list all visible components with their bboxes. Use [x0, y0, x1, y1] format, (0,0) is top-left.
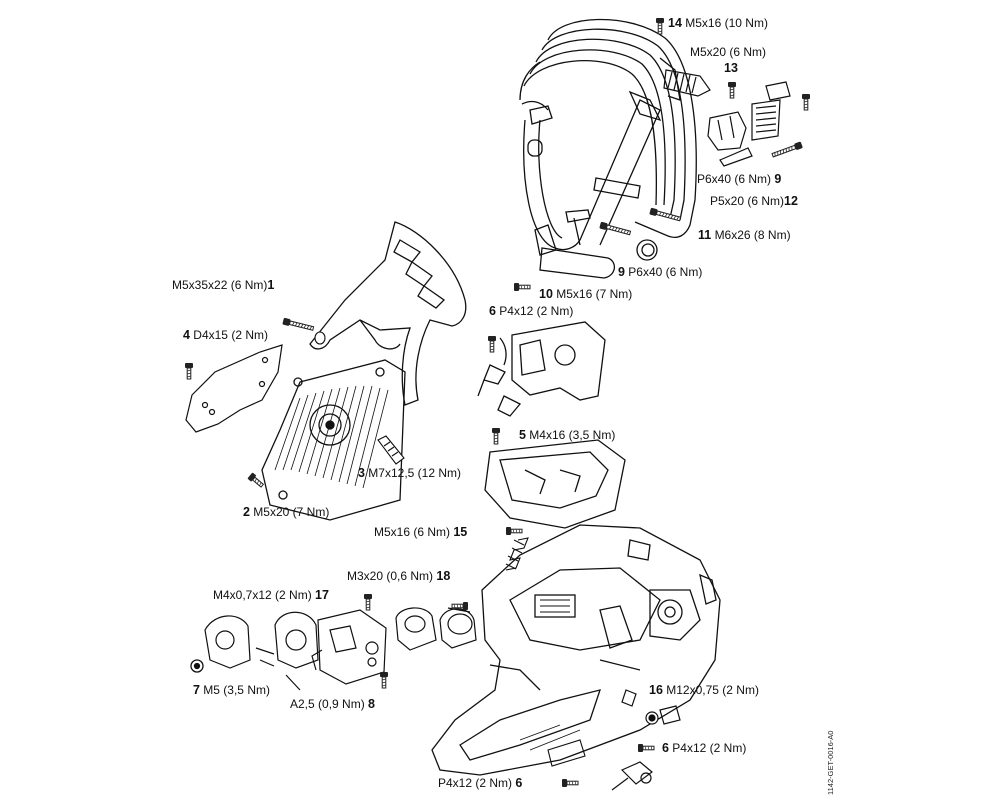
nut-7	[190, 659, 204, 673]
screw-8-icon	[379, 671, 389, 689]
engine-housing	[431, 524, 721, 776]
callout-6a: 6 P4x12 (2 Nm)	[489, 304, 574, 318]
callout-10: 10 M5x16 (7 Nm)	[539, 287, 633, 301]
collar-nut	[314, 331, 326, 345]
stud-bolt	[377, 435, 405, 465]
screw-5-icon	[491, 427, 501, 445]
front-handle-bar	[519, 18, 697, 279]
shroud-parts	[477, 321, 606, 417]
callout-6b: 6 P4x12 (2 Nm)	[662, 741, 747, 755]
screw-11-icon	[648, 207, 682, 223]
screw-13-icon	[727, 81, 737, 99]
handle-damper-parts	[663, 69, 791, 167]
screw-6a-icon	[487, 335, 497, 353]
callout-9a: P6x40 (6 Nm) 9	[697, 172, 782, 186]
callout-1: M5x35x22 (6 Nm)1	[172, 278, 275, 292]
throttle-rod-parts	[611, 689, 653, 791]
screw-1-icon	[281, 317, 315, 333]
callout-7: 7 M5 (3,5 Nm)	[193, 683, 270, 697]
callout-13-spec: M5x20 (6 Nm)	[690, 45, 767, 59]
chain-catcher-plate	[185, 344, 283, 433]
plug-16	[645, 705, 681, 725]
screw-6c-icon	[561, 778, 579, 788]
callout-2: 2 M5x20 (7 Nm)	[243, 505, 330, 519]
callout-15: M5x16 (6 Nm) 15	[374, 525, 468, 539]
sprocket-cover	[261, 359, 406, 521]
screw-15-icon	[505, 526, 523, 536]
callout-14: 14 M5x16 (10 Nm)	[668, 16, 768, 30]
callout-6c: P4x12 (2 Nm) 6	[438, 776, 523, 790]
screw-9b-icon	[598, 221, 632, 237]
screw-9a-icon	[770, 140, 804, 160]
screw-2-icon	[246, 471, 266, 490]
callout-8: A2,5 (0,9 Nm) 8	[290, 697, 375, 711]
screw-10-icon	[513, 282, 531, 292]
callout-13-num: 13	[724, 61, 738, 75]
callout-3: 3 M7x12,5 (12 Nm)	[358, 466, 461, 480]
callout-4: 4 D4x15 (2 Nm)	[183, 328, 268, 342]
hand-guard	[309, 221, 467, 406]
callout-17: M4x0,7x12 (2 Nm) 17	[213, 588, 329, 602]
callout-12: P5x20 (6 Nm)12	[710, 194, 798, 208]
screw-12-icon	[801, 93, 811, 111]
callout-11: 11 M6x26 (8 Nm)	[698, 228, 791, 242]
decompression-part	[547, 739, 586, 767]
vibration-spring	[505, 537, 529, 571]
callout-9b: 9 P6x40 (6 Nm)	[618, 265, 703, 279]
carburetor-assembly	[204, 607, 477, 691]
screw-17-icon	[363, 593, 373, 611]
filter-base	[484, 439, 626, 529]
screw-6b-icon	[637, 743, 655, 753]
callout-5: 5 M4x16 (3,5 Nm)	[519, 428, 616, 442]
drawing-id: 1142-GET-0016-A0	[826, 730, 835, 795]
screw-14-icon	[655, 17, 665, 35]
callout-18: M3x20 (0,6 Nm) 18	[347, 569, 451, 583]
screw-4-icon	[184, 362, 194, 380]
callout-16: 16 M12x0,75 (2 Nm)	[649, 683, 759, 697]
